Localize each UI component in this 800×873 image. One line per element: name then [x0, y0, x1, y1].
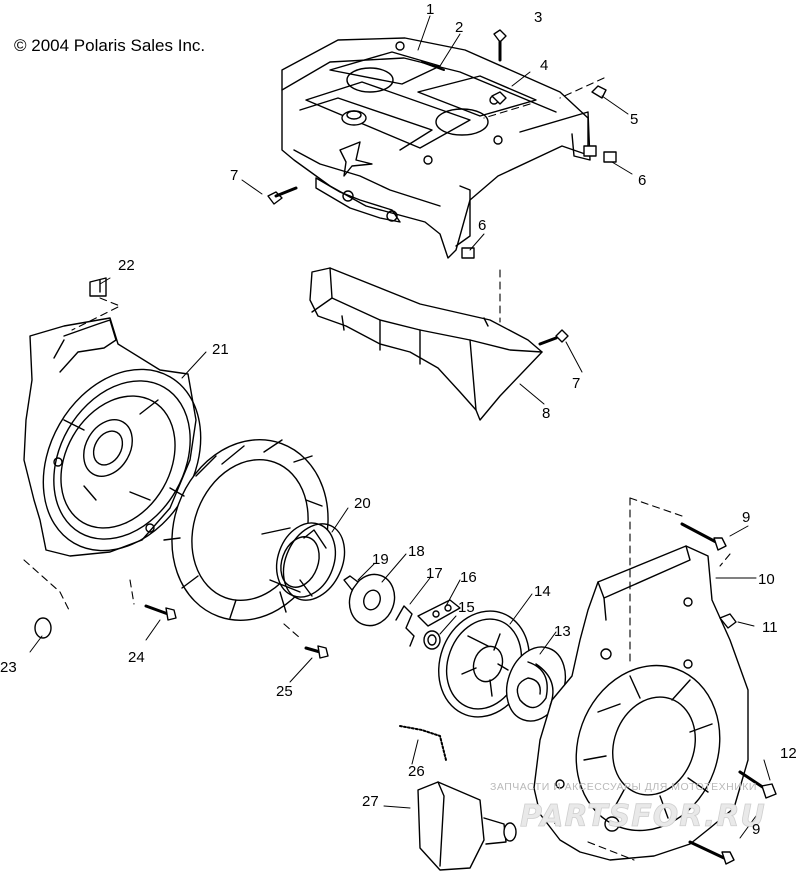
starter-small-parts: [343, 573, 461, 650]
callout-25: 25: [276, 683, 293, 700]
callout-6-upper: 6: [638, 172, 646, 189]
fan-housing: [23, 277, 202, 557]
callout-4: 4: [540, 57, 548, 74]
callout-5: 5: [630, 111, 638, 128]
assembly-guide-lines: [23, 77, 731, 861]
callout-11: 11: [762, 619, 778, 636]
callout-18: 18: [408, 543, 425, 560]
callout-20: 20: [354, 495, 371, 512]
callout-21: 21: [212, 341, 229, 358]
callout-7-lower: 7: [572, 375, 580, 392]
callout-23: 23: [0, 659, 17, 676]
leader-lines: [29, 15, 771, 839]
callout-27: 27: [362, 793, 379, 810]
callout-7-upper: 7: [230, 167, 238, 184]
callout-24: 24: [128, 649, 145, 666]
cover-small-parts: [267, 29, 617, 259]
callout-13: 13: [554, 623, 571, 640]
callout-9-lower: 9: [752, 821, 760, 838]
starter-handle: [417, 781, 517, 871]
fasteners: [34, 522, 777, 865]
callout-19: 19: [372, 551, 389, 568]
callout-12: 12: [780, 745, 797, 762]
callout-8: 8: [542, 405, 550, 422]
watermark-tagline: ЗАПЧАСТИ И АКСЕССУАРЫ ДЛЯ МОТОТЕХНИКИ: [490, 781, 757, 793]
callout-6-lower: 6: [478, 217, 486, 234]
copyright-notice: © 2004 Polaris Sales Inc.: [14, 36, 206, 55]
air-deflector: [309, 267, 569, 421]
callout-16: 16: [460, 569, 477, 586]
starter-pulley-assembly: [399, 610, 567, 761]
callout-10: 10: [758, 571, 775, 588]
callout-26: 26: [408, 763, 425, 780]
watermark-logo: PARTSFOR.RU: [520, 799, 766, 834]
callout-14: 14: [534, 583, 551, 600]
callout-3: 3: [534, 9, 542, 26]
callout-1: 1: [426, 1, 434, 18]
fan-wheel: [163, 439, 346, 621]
callout-9-upper: 9: [742, 509, 750, 526]
callout-2: 2: [455, 19, 463, 36]
callout-22: 22: [118, 257, 135, 274]
recoil-starter-housing: [533, 545, 749, 861]
callout-15: 15: [458, 599, 475, 616]
callout-17: 17: [426, 565, 443, 582]
part-callouts: 1 2 3 4 5 6 6 7 7 8 9 9 10 11 12 13 14 1…: [0, 1, 797, 838]
